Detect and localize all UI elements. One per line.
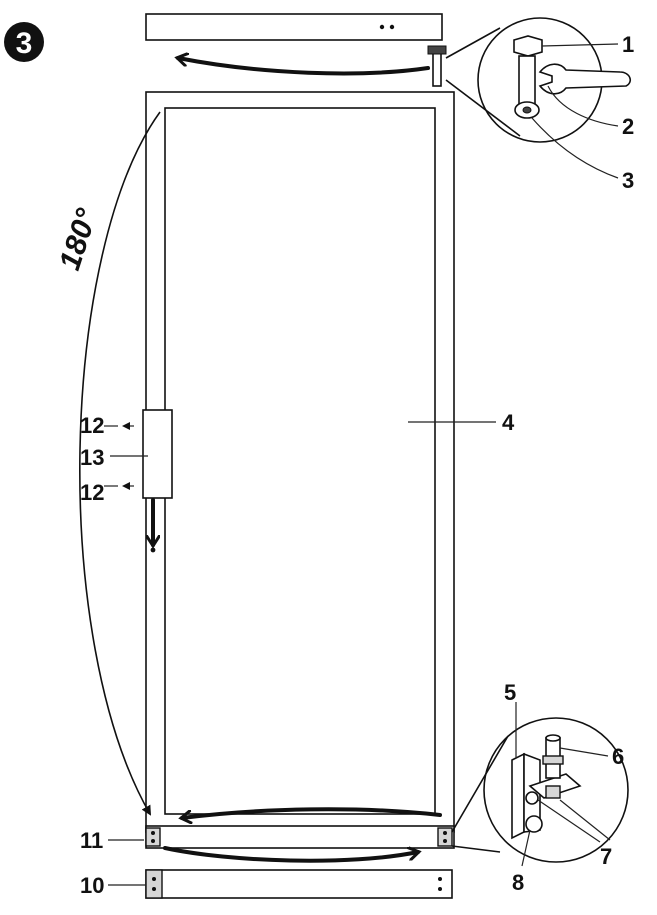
top-cover-hole-b	[389, 24, 395, 30]
bottom-detail-callout	[451, 702, 629, 867]
label-2: 2	[622, 114, 634, 139]
top-callout-line-b	[445, 79, 521, 137]
hinge-nut-icon	[545, 785, 561, 799]
hinge-pin-collar	[542, 755, 564, 765]
top-detail-callout	[445, 17, 632, 179]
label-1: 1	[622, 32, 634, 57]
door-handle	[142, 409, 173, 553]
label-10: 10	[80, 873, 104, 898]
bottom-left-move-arrow	[182, 807, 442, 818]
bottom-cover-hole-d	[438, 887, 442, 891]
bottom-cover-panel	[145, 869, 453, 899]
bottom-callout-circle	[483, 717, 629, 863]
bottom-left-bracket	[145, 827, 161, 847]
bottom-right-bracket	[437, 827, 453, 847]
top-cover	[145, 13, 443, 41]
top-hinge-pin	[427, 45, 447, 87]
handle-screws	[104, 422, 148, 490]
handle-body	[142, 409, 173, 499]
bottom-cover	[145, 869, 453, 899]
bottom-left-hole-a	[151, 831, 155, 835]
top-pin-head	[427, 45, 447, 55]
label-13: 13	[80, 445, 104, 470]
screw-7b-icon	[525, 815, 543, 833]
step-badge: 3	[4, 22, 44, 62]
leader-6	[559, 747, 609, 757]
leader-8	[521, 829, 531, 867]
label-7: 7	[600, 844, 612, 869]
bottom-right-hole-a	[443, 831, 447, 835]
bottom-rail	[145, 825, 455, 849]
step-badge-circle	[4, 22, 44, 62]
bushing-hole	[522, 106, 532, 114]
top-move-arrow	[178, 58, 430, 76]
label-12a: 12	[80, 413, 104, 438]
hinge-bracket-icon	[511, 752, 525, 840]
leader-1	[541, 43, 619, 47]
door-inner-panel	[164, 107, 436, 815]
screw-7a-icon	[525, 791, 539, 805]
door-bottom-rail	[145, 825, 455, 849]
handle-screw-point	[150, 547, 156, 553]
label-12b: 12	[80, 480, 104, 505]
top-cover-panel	[145, 13, 443, 41]
leader-7a	[537, 799, 601, 843]
leader-7b	[559, 799, 611, 841]
label-4: 4	[502, 410, 515, 435]
label-6: 6	[612, 744, 624, 769]
label-8: 8	[512, 870, 524, 895]
top-callout-line-a	[445, 27, 501, 59]
rotation-arc	[79, 111, 161, 816]
bottom-right-move-arrow	[163, 848, 418, 863]
bottom-cover-left-end	[145, 869, 163, 899]
label-3: 3	[622, 168, 634, 193]
label-5: 5	[504, 680, 516, 705]
bottom-cover-hole-b	[152, 887, 156, 891]
bottom-cover-hole-a	[152, 877, 156, 881]
leader-3	[531, 117, 619, 179]
nut-icon	[513, 35, 543, 57]
bottom-right-hole-b	[443, 839, 447, 843]
bottom-callout-line-b	[451, 845, 501, 853]
bottom-cover-hole-c	[438, 877, 442, 881]
wrench-icon	[538, 63, 632, 95]
bottom-left-hole-b	[151, 839, 155, 843]
bolt-shaft-icon	[518, 55, 536, 107]
top-cover-hole-a	[379, 24, 385, 30]
step-number: 3	[16, 27, 33, 60]
door-cabinet	[145, 91, 455, 833]
bottom-callout-line-a	[451, 735, 509, 833]
leader-2	[547, 85, 619, 127]
label-11: 11	[80, 828, 103, 853]
hinge-pin-top	[545, 734, 561, 742]
top-pin-shaft	[432, 51, 442, 87]
rotation-label: 180°	[53, 204, 104, 274]
